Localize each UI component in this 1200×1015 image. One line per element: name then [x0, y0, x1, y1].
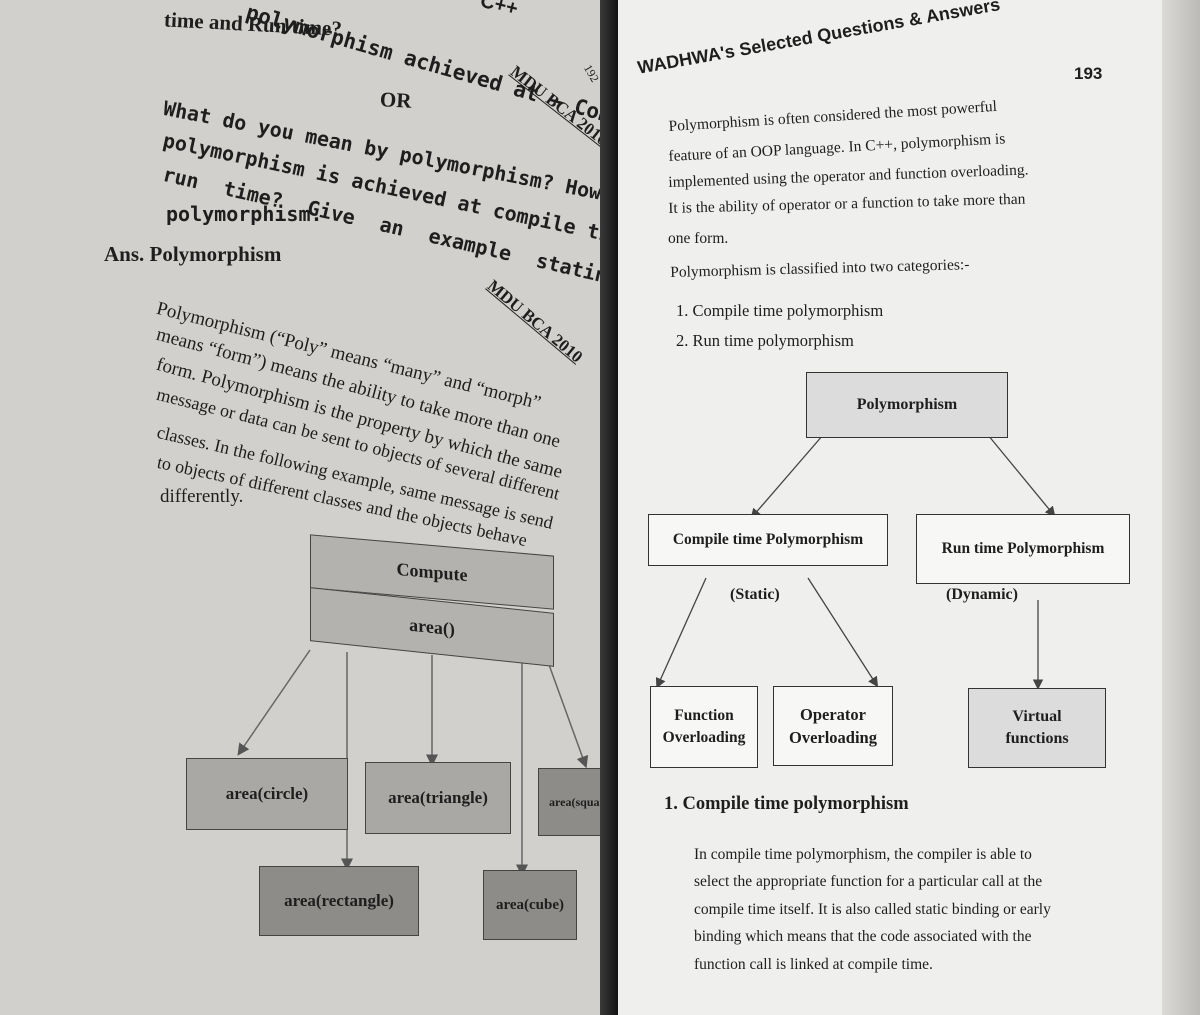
- area-circle-box: area(circle): [186, 758, 348, 830]
- compute-class-name: Compute: [396, 558, 468, 585]
- section-heading: 1. Compile time polymorphism: [664, 794, 909, 814]
- static-note: (Static): [730, 586, 780, 603]
- intro-line: one form.: [668, 230, 729, 247]
- function-overloading-line: Overloading: [662, 729, 746, 746]
- section-line: In compile time polymorphism, the compil…: [694, 846, 1032, 863]
- function-overloading-line: Function: [674, 707, 734, 724]
- polymorphism-diagram-connectors: [655, 434, 1056, 690]
- virtual-functions-line: Virtual: [1012, 708, 1062, 725]
- area-circle-label: area(circle): [225, 784, 309, 803]
- section-line: binding which means that the code associ…: [694, 928, 1032, 945]
- polymorphism-root-label: Polymorphism: [856, 396, 958, 413]
- page-edge: [1162, 0, 1200, 1015]
- compute-method-name: area(): [409, 614, 455, 639]
- answer-line: differently.: [160, 486, 244, 507]
- area-cube-box: area(cube): [483, 870, 577, 940]
- operator-overloading-line: Operator: [800, 705, 866, 724]
- polymorphism-root-box: Polymorphism: [806, 372, 1008, 438]
- section-line: compile time itself. It is also called s…: [694, 901, 1051, 918]
- section-line: select the appropriate function for a pa…: [694, 873, 1043, 890]
- answer-heading: Ans. Polymorphism: [104, 242, 282, 266]
- operator-overloading-box: Operator Overloading: [773, 686, 893, 766]
- area-square-label: area(square): [549, 794, 614, 809]
- area-triangle-label: area(triangle): [388, 788, 488, 807]
- section-line: function call is linked at compile time.: [694, 956, 933, 973]
- list-item-compile: 1. Compile time polymorphism: [676, 301, 884, 320]
- virtual-functions-box: Virtual functions: [968, 688, 1106, 768]
- left-page: C++ 192 polymorphism achieved at – Compi…: [0, 0, 628, 1015]
- area-rectangle-label: area(rectangle): [284, 891, 394, 910]
- run-time-box: Run time Polymorphism: [916, 514, 1130, 584]
- question-2-line: polymorphism.: [166, 202, 323, 226]
- area-rectangle-box: area(rectangle): [259, 866, 419, 936]
- compute-diagram-connectors: [237, 649, 589, 877]
- virtual-functions-line: functions: [1005, 730, 1069, 747]
- compile-time-box: Compile time Polymorphism: [648, 514, 888, 566]
- run-time-label: Run time Polymorphism: [941, 540, 1105, 557]
- right-page: WADHWA's Selected Questions & Answers 19…: [618, 0, 1200, 1015]
- area-cube-label: area(cube): [495, 896, 565, 913]
- right-page-number: 193: [1074, 64, 1103, 83]
- function-overloading-box: Function Overloading: [650, 686, 758, 768]
- operator-overloading-line: Overloading: [788, 728, 877, 747]
- compile-time-label: Compile time Polymorphism: [672, 531, 864, 548]
- area-triangle-box: area(triangle): [365, 762, 511, 834]
- dynamic-note: (Dynamic): [946, 586, 1018, 603]
- list-item-run: 2. Run time polymorphism: [676, 331, 854, 350]
